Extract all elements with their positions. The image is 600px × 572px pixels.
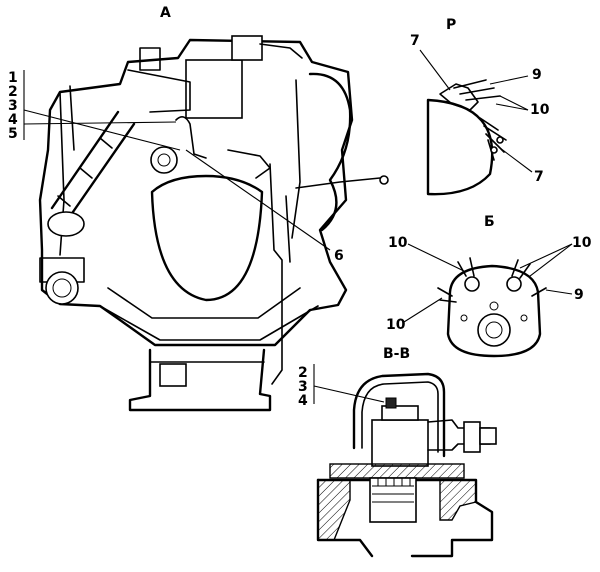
callout-s-4: 4 (298, 393, 308, 409)
callout-6: 6 (334, 248, 344, 264)
view-a-left-callouts: 1 2 3 4 5 (8, 70, 181, 151)
callout-b-9: 9 (574, 287, 584, 303)
section-v-v-drawing (316, 372, 497, 558)
callout-2: 2 (8, 84, 18, 100)
section-label-v-v: В-В (383, 346, 410, 362)
view-a-engine-drawing (38, 35, 389, 412)
callout-p-7-bottom: 7 (534, 169, 544, 185)
view-label-b: Б (484, 214, 495, 230)
view-label-p: Р (446, 17, 456, 33)
callout-b-10-left: 10 (388, 235, 408, 251)
callout-p-7-top: 7 (410, 33, 420, 49)
callout-p-9: 9 (532, 67, 542, 83)
view-b-detail-drawing (437, 257, 547, 358)
callout-5: 5 (8, 126, 18, 142)
section-left-callouts: 2 3 4 (298, 364, 385, 409)
callout-3: 3 (8, 98, 18, 114)
callout-4: 4 (8, 112, 18, 128)
callout-s-2: 2 (298, 365, 308, 381)
callout-s-3: 3 (298, 379, 308, 395)
view-p-detail-drawing (426, 79, 507, 196)
callout-b-10-right: 10 (572, 235, 592, 251)
callout-p-10: 10 (530, 102, 550, 118)
view-label-a: A (160, 5, 171, 21)
callout-1: 1 (8, 70, 18, 86)
callout-b-10-bottom: 10 (386, 317, 406, 333)
